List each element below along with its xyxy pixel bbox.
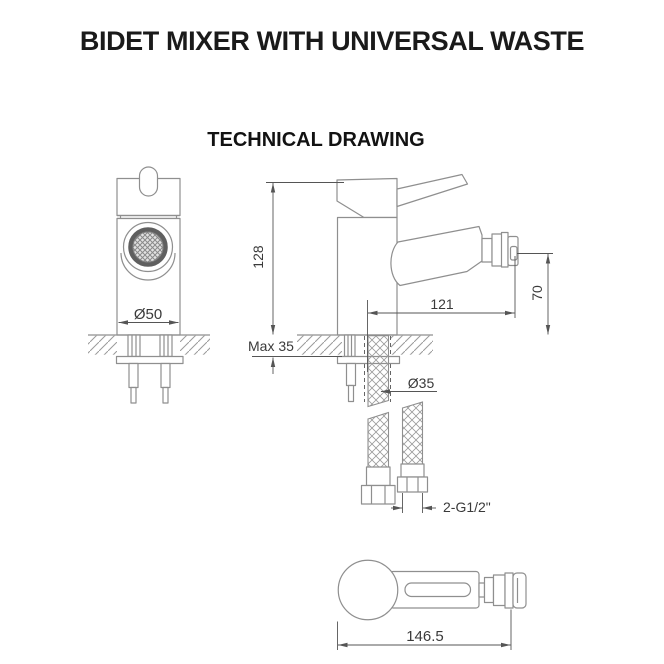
hose-hex-nut (396, 476, 429, 493)
supply-hose-1 (360, 335, 396, 505)
top-view-body (337, 559, 399, 621)
dim-hole-diameter: Ø35 (380, 375, 437, 394)
front-mounting-hardware (115, 334, 184, 404)
dim-deck-thickness: Max 35 (248, 338, 342, 374)
dim-deck-thickness-label: Max 35 (248, 338, 294, 354)
dim-spout-face-diameter: Ø50 (118, 306, 179, 325)
drawing-subtitle: TECHNICAL DRAWING (207, 129, 425, 151)
front-deck-hatch-left (88, 335, 117, 355)
side-deck-hatch-right (391, 335, 433, 355)
hose-collar (400, 463, 425, 478)
dim-spout-face-diameter-label: Ø50 (134, 306, 162, 323)
side-view-aerator (481, 231, 519, 268)
hose-hex-nut (360, 484, 396, 505)
dim-hose-thread: 2-G1/2" (391, 493, 491, 515)
front-view: Ø50 (88, 166, 210, 404)
side-deck-hatch-left (297, 335, 342, 355)
top-view-lever-slot (404, 582, 472, 598)
page-title: BIDET MIXER WITH UNIVERSAL WASTE (79, 26, 585, 56)
dim-overall-length: 146.5 (337, 609, 512, 650)
dim-overall-length-label: 146.5 (406, 628, 444, 645)
top-view: 146.5 (337, 559, 527, 650)
hose-collar (365, 466, 391, 487)
front-deck-hatch-right (180, 335, 210, 355)
dim-body-height-label: 128 (250, 245, 266, 269)
side-view-lever (396, 173, 469, 208)
mounting-washer-plate (115, 355, 184, 365)
dim-spout-reach-label: 121 (430, 296, 454, 312)
dim-spout-height-label: 70 (529, 285, 545, 301)
aerator-mesh (132, 231, 164, 263)
dim-spout-reach: 121 (367, 256, 516, 372)
aerator-ring (128, 227, 168, 267)
supply-hose-2 (396, 401, 429, 493)
dim-body-height: 128 (250, 182, 344, 335)
front-view-spout-underside (120, 252, 176, 281)
side-view-spout (390, 225, 483, 287)
dim-hose-thread-label: 2-G1/2" (443, 499, 491, 515)
side-view-head (336, 177, 398, 219)
side-view: 128 Max 35 121 (248, 173, 553, 515)
front-view-lever-knob (138, 166, 159, 197)
top-view-aerator (478, 572, 527, 609)
dim-hole-diameter-label: Ø35 (408, 375, 435, 391)
dim-spout-height: 70 (517, 253, 553, 335)
